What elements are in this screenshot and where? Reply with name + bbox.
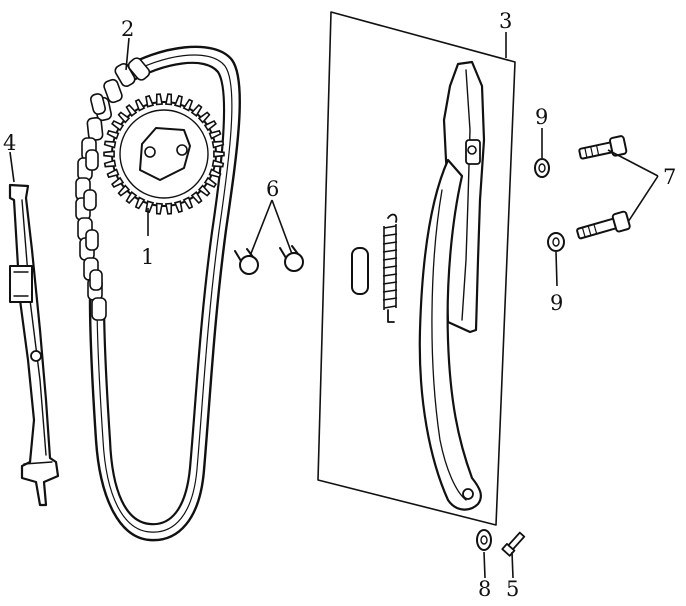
sprocket-tooth [155,202,164,215]
sprocket-tooth [173,200,183,214]
callout-2: 2 [121,17,134,41]
sprocket-tooth [117,111,131,124]
sprocket-tooth [208,129,222,140]
cam-chain-part [75,45,241,542]
sprocket-tooth [197,111,211,124]
sprocket-tooth [125,104,138,117]
sprocket-tooth [111,176,125,189]
sprocket-tooth [197,184,211,197]
sprocket-tooth [125,191,138,204]
callout-1: 1 [141,245,154,269]
sprocket-tooth [145,94,155,108]
sprocket-tooth [182,196,194,210]
sprocket-tooth [103,150,115,158]
tensioner-group-frame [317,11,516,526]
sprocket-tooth [190,104,203,117]
washers-part [534,158,565,252]
tensioner-spring-part [351,213,398,323]
small-bolt-part [501,531,526,557]
sprocket-tooth [164,202,173,215]
sprocket-tooth [134,98,146,112]
callout-4: 4 [3,131,16,155]
sprocket-tooth [211,140,225,149]
sprocket-tooth [182,98,194,112]
leader-lines [9,32,659,579]
sprocket-tooth [190,191,203,204]
callout-9-upper: 9 [535,105,548,129]
cam-sprocket-part [103,93,225,215]
sprocket-tooth [155,93,164,106]
washer-part [476,529,492,551]
callout-9-lower: 9 [550,291,563,315]
callout-3: 3 [499,9,512,33]
sprocket-tooth [106,168,120,179]
callout-7: 7 [663,165,676,189]
callout-8: 8 [478,577,491,601]
sprocket-tooth [203,119,217,132]
sprocket-tooth [111,119,125,132]
callout-5: 5 [506,577,519,601]
sprocket-tooth [211,159,225,168]
sprocket-tooth [145,200,155,214]
sprocket-tooth [117,184,131,197]
tensioner-bolts-part [576,135,631,240]
sprocket-tooth [213,150,225,158]
sprocket-bolts-part [234,245,304,275]
sprocket-tooth [103,140,117,149]
sprocket-tooth [106,129,120,140]
sprocket-tooth [103,159,117,168]
chain-tensioner-part [418,60,486,511]
chain-guide-part [8,183,60,507]
sprocket-tooth [208,168,222,179]
sprocket-tooth [134,196,146,210]
sprocket-tooth [173,94,183,108]
callout-6: 6 [266,177,279,201]
sprocket-tooth [203,176,217,189]
sprocket-tooth [164,93,173,106]
callout-labels: 2 1 4 6 3 9 9 7 8 5 [3,9,676,601]
